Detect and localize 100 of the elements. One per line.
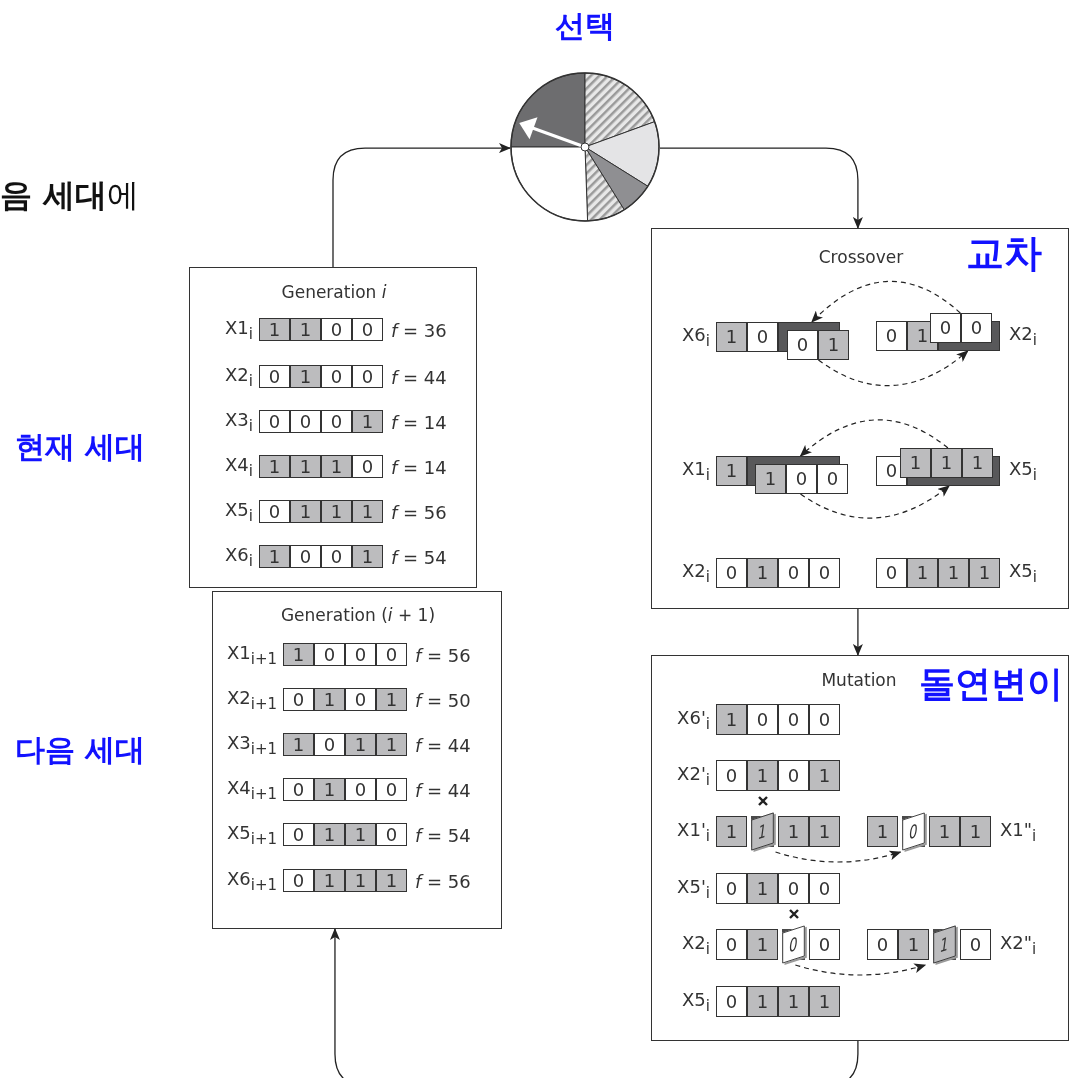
bit-cell: 0 bbox=[747, 704, 778, 735]
bit-cell: 0 bbox=[352, 318, 383, 341]
bit-cell: 1 bbox=[938, 558, 969, 588]
bit-cell: 1 bbox=[352, 500, 383, 523]
panel-box bbox=[651, 655, 1069, 1041]
bit-cell: 1 bbox=[747, 986, 778, 1017]
row-label: X2$_{i}$ bbox=[1009, 323, 1037, 349]
bit-cell: 1 bbox=[867, 816, 898, 847]
row-label: X2$_{i+1}$ bbox=[226, 686, 277, 713]
bit-cell: 1 bbox=[321, 500, 352, 523]
swap-arrow bbox=[799, 485, 950, 519]
row-label: X2'$_{i}$ bbox=[677, 762, 710, 789]
flow-arrow bbox=[852, 608, 863, 656]
bit-cell: 1 bbox=[960, 816, 991, 847]
bit-cell: 1 bbox=[290, 500, 321, 523]
fitness-label: f = 54 bbox=[415, 824, 471, 845]
panel-title: Generation i bbox=[281, 282, 387, 302]
bit-cell: 1 bbox=[314, 869, 345, 892]
bit-cell: 0 bbox=[283, 869, 314, 892]
bit-cell: 1 bbox=[747, 558, 778, 588]
bit-cell: 1 bbox=[818, 330, 849, 360]
bit-cell: 0 bbox=[314, 643, 345, 666]
bit-cell: 1 bbox=[778, 816, 809, 847]
bit-cell: 0 bbox=[809, 704, 840, 735]
bit-cell: 0 bbox=[321, 410, 352, 433]
flipped-bit-card: 1 bbox=[751, 812, 774, 851]
bit-cell: 1 bbox=[716, 816, 747, 847]
bit-cell: 0 bbox=[283, 778, 314, 801]
bit-cell: 0 bbox=[283, 823, 314, 846]
bit-cell: 1 bbox=[314, 778, 345, 801]
row-label: X3$_{i+1}$ bbox=[226, 731, 277, 758]
bit-cell: 1 bbox=[314, 823, 345, 846]
bit-cell: 0 bbox=[259, 410, 290, 433]
bit-cell: 1 bbox=[321, 455, 352, 478]
bit-cell: 1 bbox=[929, 816, 960, 847]
bit-cell: 0 bbox=[809, 929, 840, 960]
bit-cell: 1 bbox=[283, 733, 314, 756]
bit-cell: 1 bbox=[259, 318, 290, 341]
panel-title: Mutation bbox=[821, 670, 897, 690]
swap-arrow bbox=[774, 850, 902, 863]
bit-cell: 0 bbox=[345, 688, 376, 711]
row-label: X2$_{i}$ bbox=[682, 560, 710, 586]
section-heading: 교차 bbox=[966, 229, 1042, 277]
fitness-label: f = 14 bbox=[391, 411, 447, 432]
bit-cell: 1 bbox=[290, 318, 321, 341]
bit-cell: 1 bbox=[376, 688, 407, 711]
bit-cell: 0 bbox=[259, 365, 290, 388]
bit-cell: 1 bbox=[747, 760, 778, 791]
flow-arrow bbox=[659, 147, 863, 229]
bit-cell: 0 bbox=[321, 365, 352, 388]
row-label: X1$_{i+1}$ bbox=[226, 641, 277, 668]
bit-cell: 1 bbox=[962, 448, 993, 478]
bit-cell: 0 bbox=[283, 688, 314, 711]
bit-cell: 1 bbox=[283, 643, 314, 666]
row-label: X5'$_{i}$ bbox=[677, 875, 710, 902]
bit-cell: 0 bbox=[716, 929, 747, 960]
bit-cell: 0 bbox=[930, 313, 961, 343]
section-heading: 돌연변이 bbox=[919, 661, 1063, 706]
row-label: X2"$_{i}$ bbox=[1000, 931, 1037, 958]
bit-cell: 0 bbox=[778, 704, 809, 735]
bit-cell: 1 bbox=[259, 455, 290, 478]
bit-cell: 1 bbox=[809, 760, 840, 791]
fitness-label: f = 56 bbox=[391, 501, 447, 522]
fitness-label: f = 44 bbox=[415, 779, 471, 800]
fitness-label: f = 36 bbox=[391, 319, 447, 340]
wheel-title: 선택 bbox=[554, 7, 616, 45]
fitness-label: f = 14 bbox=[391, 456, 447, 477]
bit-cell: 1 bbox=[716, 704, 747, 735]
swap-arrow bbox=[799, 419, 949, 457]
bit-cell: 0 bbox=[259, 500, 290, 523]
bit-cell: 1 bbox=[352, 545, 383, 568]
bit-cell: 0 bbox=[786, 464, 817, 494]
row-label: X2$_{i}$ bbox=[225, 363, 253, 390]
panel-box bbox=[212, 591, 502, 929]
bit-cell: 0 bbox=[376, 823, 407, 846]
flow-arrow bbox=[332, 143, 511, 268]
bit-cell: 1 bbox=[345, 869, 376, 892]
row-label: X5$_{i}$ bbox=[225, 498, 253, 525]
bit-cell: 1 bbox=[290, 455, 321, 478]
bit-cell: 0 bbox=[321, 545, 352, 568]
fitness-label: f = 50 bbox=[415, 689, 471, 710]
fitness-label: f = 44 bbox=[391, 366, 447, 387]
flipped-bit-card: 0 bbox=[782, 925, 805, 964]
bit-cell: 0 bbox=[778, 558, 809, 588]
bit-cell: 1 bbox=[376, 733, 407, 756]
bit-cell: 1 bbox=[290, 365, 321, 388]
bit-cell: 0 bbox=[716, 760, 747, 791]
section-heading: 현재 세대 bbox=[15, 427, 146, 466]
bit-cell: 1 bbox=[259, 545, 290, 568]
row-label: X1$_{i}$ bbox=[682, 458, 710, 484]
bit-cell: 1 bbox=[907, 558, 938, 588]
flow-arrow bbox=[329, 928, 859, 1078]
bit-cell: 0 bbox=[290, 545, 321, 568]
bit-cell: 0 bbox=[876, 321, 907, 351]
bit-cell: 1 bbox=[376, 869, 407, 892]
bit-cell: 0 bbox=[716, 873, 747, 904]
bit-cell: 1 bbox=[809, 816, 840, 847]
panel-box bbox=[189, 267, 477, 588]
bit-cell: 1 bbox=[931, 448, 962, 478]
row-label: X1"$_{i}$ bbox=[1000, 818, 1037, 845]
